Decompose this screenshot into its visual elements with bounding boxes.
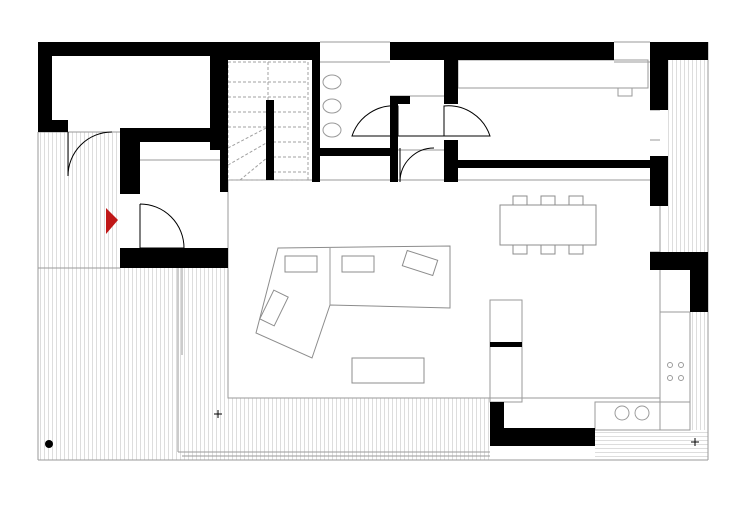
hob-burner	[667, 362, 673, 368]
dining-set	[499, 195, 597, 255]
sink-bowl	[614, 405, 630, 421]
hob-burner	[667, 375, 673, 381]
bathroom-fixtures	[322, 74, 342, 138]
kitchen-island	[489, 299, 523, 403]
chair	[512, 244, 528, 255]
sink-bowl	[634, 405, 650, 421]
crosshair-marker-icon	[691, 438, 699, 446]
dining-table	[499, 204, 597, 246]
toilet	[322, 74, 342, 90]
washbasin	[322, 98, 342, 114]
coffee-table	[351, 357, 425, 384]
cushion	[259, 289, 289, 327]
terrace-left	[37, 132, 228, 460]
terrace-right	[595, 42, 709, 461]
sofa-set	[255, 245, 451, 384]
chair	[568, 244, 584, 255]
chair	[540, 244, 556, 255]
hob-burner	[678, 375, 684, 381]
door-swing	[351, 105, 399, 137]
crosshair-marker-icon	[214, 410, 222, 418]
washbasin	[322, 122, 342, 138]
door-swing	[443, 105, 491, 137]
chair	[512, 195, 528, 206]
cushion	[401, 249, 439, 277]
door-swing	[399, 147, 435, 183]
doors	[67, 105, 491, 249]
door-swing	[139, 203, 185, 249]
marker-dot-icon	[45, 440, 53, 448]
hob-burner	[678, 362, 684, 368]
cushion	[284, 255, 318, 273]
chair	[568, 195, 584, 206]
kitchen	[489, 299, 691, 431]
door-swing	[67, 131, 113, 177]
chair	[540, 195, 556, 206]
entrance-arrow-icon	[106, 208, 118, 234]
terrace-bottom	[38, 268, 595, 461]
walls	[38, 42, 708, 446]
cushion	[341, 255, 375, 273]
